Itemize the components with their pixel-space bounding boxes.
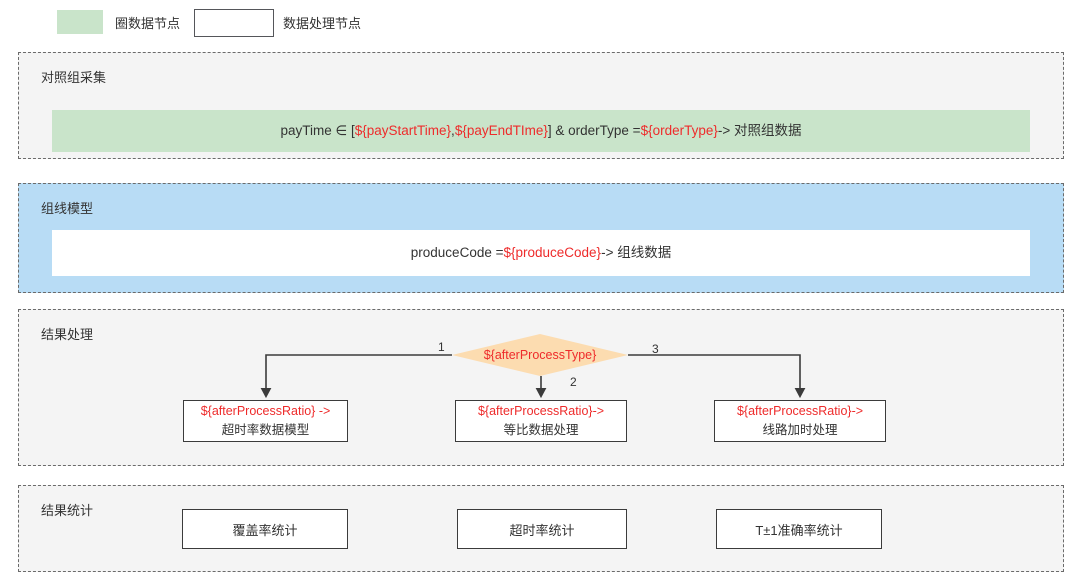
process-node-line-overtime-processing[interactable]: ${afterProcessRatio}-> 线路加时处理 <box>714 400 886 442</box>
formula-part: -> 对照组数据 <box>717 122 802 138</box>
formula-part: ${payStartTime} <box>354 122 452 138</box>
legend-label-process-node: 数据处理节点 <box>283 16 362 31</box>
process-node-proportional-processing[interactable]: ${afterProcessRatio}-> 等比数据处理 <box>455 400 627 442</box>
formula-part: produceCode = <box>410 244 504 260</box>
formula-part: ${orderType} <box>640 122 718 138</box>
decision-node-label: ${afterProcessType} <box>483 348 597 362</box>
branch-label-1: 1 <box>438 340 445 354</box>
decision-node-after-process-type[interactable]: ${afterProcessType} <box>452 334 628 376</box>
formula-part: payTime ∈ [ <box>280 122 355 138</box>
section-title-control-group: 对照组采集 <box>41 70 107 85</box>
formula-part: ] & orderType = <box>547 122 641 138</box>
formula-part: ${produceCode} <box>503 244 602 260</box>
section-title-group-line-model: 组线模型 <box>41 201 94 216</box>
formula-band-group-line: produceCode = ${produceCode} -> 组线数据 <box>52 230 1030 276</box>
stat-node-timeout-rate[interactable]: 超时率统计 <box>457 509 627 549</box>
legend: 圈数据节点 数据处理节点 <box>0 0 1080 45</box>
formula-part: -> 组线数据 <box>601 244 672 260</box>
section-title-result-processing: 结果处理 <box>41 327 94 342</box>
stat-node-t-plus-minus-1-accuracy[interactable]: T±1准确率统计 <box>716 509 882 549</box>
process-node-timeout-rate-model[interactable]: ${afterProcessRatio} -> 超时率数据模型 <box>183 400 348 442</box>
legend-green-swatch-icon <box>57 10 103 34</box>
legend-box-swatch-icon <box>194 9 274 37</box>
process-node-formula: ${afterProcessRatio}-> <box>477 403 605 418</box>
branch-label-2: 2 <box>570 375 577 389</box>
formula-part: , <box>451 122 455 138</box>
stat-node-coverage-rate[interactable]: 覆盖率统计 <box>182 509 348 549</box>
diamond-shape-icon <box>452 334 628 376</box>
formula-band-control-group: payTime ∈ [${payStartTime} , ${payEndTIm… <box>52 110 1030 152</box>
process-node-label: 超时率数据模型 <box>221 423 310 437</box>
section-title-result-statistics: 结果统计 <box>41 503 94 518</box>
process-node-label: 等比数据处理 <box>503 423 579 437</box>
legend-label-circle-data-node: 圈数据节点 <box>115 16 181 31</box>
formula-part: ${payEndTIme} <box>454 122 548 138</box>
branch-label-3: 3 <box>652 342 659 356</box>
process-node-label: 线路加时处理 <box>762 423 838 437</box>
section-result-processing: 结果处理 <box>18 309 1064 466</box>
process-node-formula: ${afterProcessRatio} -> <box>200 403 331 418</box>
process-node-formula: ${afterProcessRatio}-> <box>736 403 864 418</box>
